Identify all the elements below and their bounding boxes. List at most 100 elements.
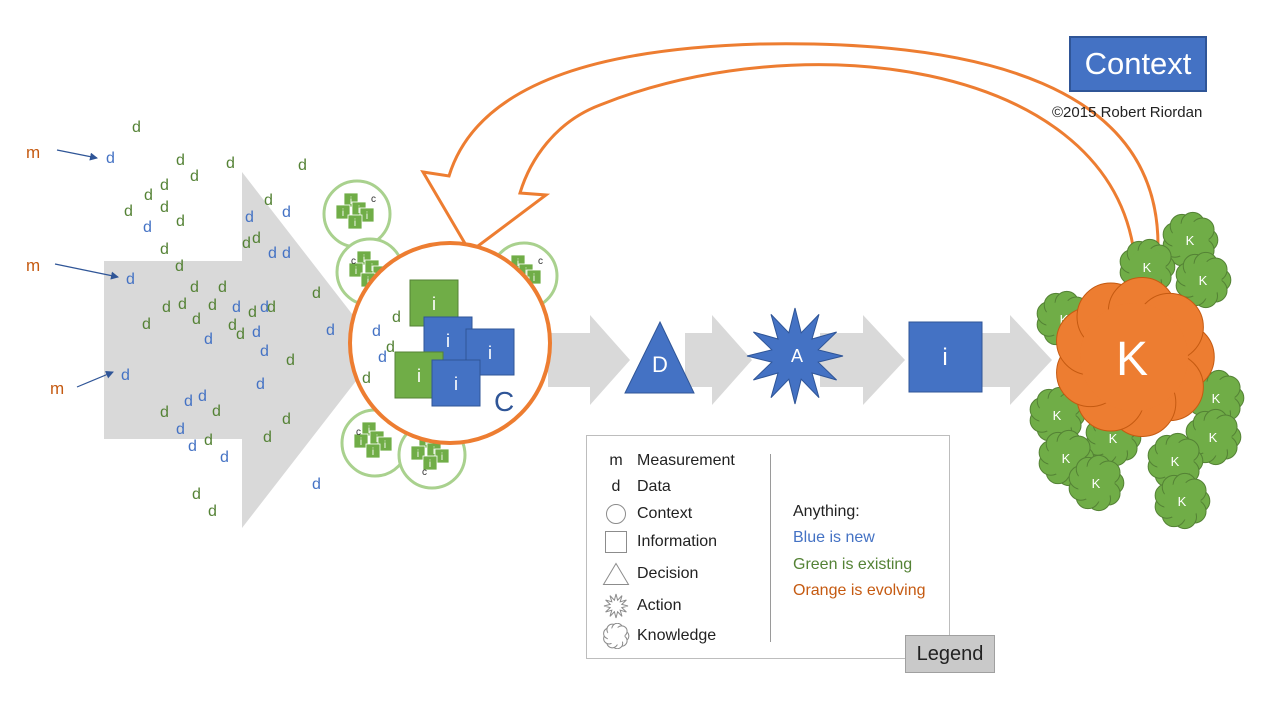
data-point: d — [326, 322, 335, 339]
process-flow-arrows — [548, 315, 1052, 405]
data-point: d — [190, 168, 199, 185]
svg-text:K: K — [1178, 494, 1187, 509]
knowledge-cloud: K — [1154, 472, 1211, 530]
svg-text:i: i — [446, 331, 450, 351]
svg-text:i: i — [371, 263, 373, 274]
svg-text:K: K — [1199, 273, 1208, 288]
svg-text:K: K — [1143, 260, 1152, 275]
data-point: d — [282, 204, 291, 221]
legend-item-information: Information — [595, 531, 717, 553]
measurement-arrows — [54, 149, 119, 388]
svg-text:K: K — [1171, 454, 1180, 469]
legend-panel: m Measurement d Data Context Information… — [586, 435, 950, 659]
svg-text:i: i — [417, 366, 421, 386]
data-point: d — [144, 187, 153, 204]
legend-item-decision: Decision — [595, 562, 699, 585]
svg-text:d: d — [372, 323, 381, 340]
data-point: d — [252, 324, 261, 341]
data-point: d — [260, 343, 269, 360]
data-point: d — [106, 150, 115, 167]
circle-icon — [606, 504, 626, 524]
svg-text:i: i — [360, 437, 362, 448]
data-point: d — [143, 219, 152, 236]
data-point: d — [175, 258, 184, 275]
data-point: d — [242, 235, 251, 252]
main-context-information: i i i i i — [394, 279, 515, 407]
svg-text:i: i — [354, 218, 356, 229]
data-point: d — [226, 155, 235, 172]
legend-label: Data — [637, 478, 671, 495]
decision-shape — [624, 320, 695, 394]
data-point: d — [218, 279, 227, 296]
data-point: d — [260, 299, 269, 316]
starburst-icon — [603, 593, 629, 619]
legend-item-context: Context — [595, 503, 692, 525]
data-point: d — [188, 438, 197, 455]
data-point: d — [160, 177, 169, 194]
legend-symbol: m — [609, 452, 623, 469]
data-point: d — [232, 299, 241, 316]
data-point: d — [204, 432, 213, 449]
copyright-text: ©2015 Robert Riordan — [1052, 104, 1203, 121]
svg-text:K: K — [1212, 391, 1221, 406]
small-context-label: c — [371, 194, 376, 205]
svg-text:i: i — [417, 449, 419, 460]
svg-text:i: i — [525, 267, 527, 278]
legend-divider — [770, 454, 771, 642]
data-point: d — [132, 119, 141, 136]
data-point: d — [176, 152, 185, 169]
data-flow-arrow — [104, 172, 380, 528]
action-label: A — [791, 346, 803, 366]
legend-item-knowledge: Knowledge — [595, 623, 716, 649]
page-title: Context — [1084, 46, 1192, 81]
small-context-label: c — [422, 467, 427, 478]
svg-text:i: i — [355, 266, 357, 277]
svg-text:d: d — [392, 309, 401, 326]
data-point: d — [208, 503, 217, 520]
data-point: d — [184, 393, 193, 410]
legend-item-data: d Data — [595, 476, 671, 498]
data-point: d — [190, 279, 199, 296]
data-point: d — [248, 304, 257, 321]
knowledge-shape: K — [1056, 276, 1215, 438]
information-shape — [908, 321, 983, 393]
svg-text:i: i — [533, 273, 535, 284]
svg-text:i: i — [432, 294, 436, 314]
data-point: d — [312, 476, 321, 493]
knowledge-label: K — [1116, 333, 1148, 386]
data-point: d — [121, 367, 130, 384]
data-point: d — [212, 403, 221, 420]
data-point: d — [245, 209, 254, 226]
data-point: d — [208, 297, 217, 314]
svg-text:i: i — [429, 459, 431, 470]
main-context-label: C — [494, 386, 514, 417]
svg-text:i: i — [517, 258, 519, 269]
svg-text:i: i — [366, 211, 368, 222]
svg-text:i: i — [376, 434, 378, 445]
data-point: d — [160, 404, 169, 421]
legend-label: Context — [637, 505, 693, 522]
data-point: d — [298, 157, 307, 174]
legend-symbol: d — [611, 478, 621, 495]
svg-text:K: K — [1092, 476, 1101, 491]
data-point: d — [204, 331, 213, 348]
legend-note-orange: Orange is evolving — [793, 582, 926, 599]
legend-label: Decision — [637, 565, 699, 582]
cloud-icon — [603, 623, 630, 649]
svg-text:i: i — [372, 447, 374, 458]
data-point: d — [192, 311, 201, 328]
svg-text:i: i — [368, 425, 370, 436]
data-point: d — [198, 388, 207, 405]
data-point: d — [162, 299, 171, 316]
main-context-data: d d d d d — [362, 309, 401, 387]
measurement-label: m — [26, 143, 40, 162]
data-point: d — [126, 271, 135, 288]
data-point: d — [267, 299, 276, 316]
data-point: d — [252, 230, 261, 247]
svg-text:i: i — [363, 254, 365, 265]
data-point: d — [263, 429, 272, 446]
square-icon — [605, 531, 627, 553]
